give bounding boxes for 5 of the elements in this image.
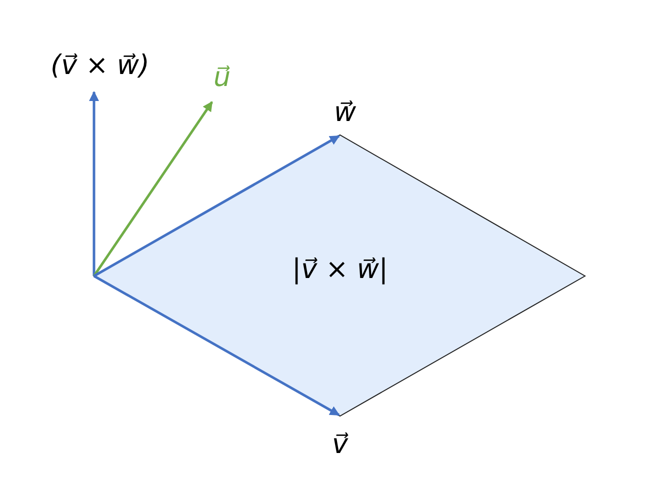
- vector-label: w⃗: [334, 96, 356, 130]
- vector-label: u⃗: [213, 62, 231, 94]
- vector-label: (v⃗ × w⃗): [50, 50, 150, 82]
- area-label: |v⃗ × w⃗|: [292, 254, 388, 286]
- vector-label: v⃗: [332, 428, 348, 462]
